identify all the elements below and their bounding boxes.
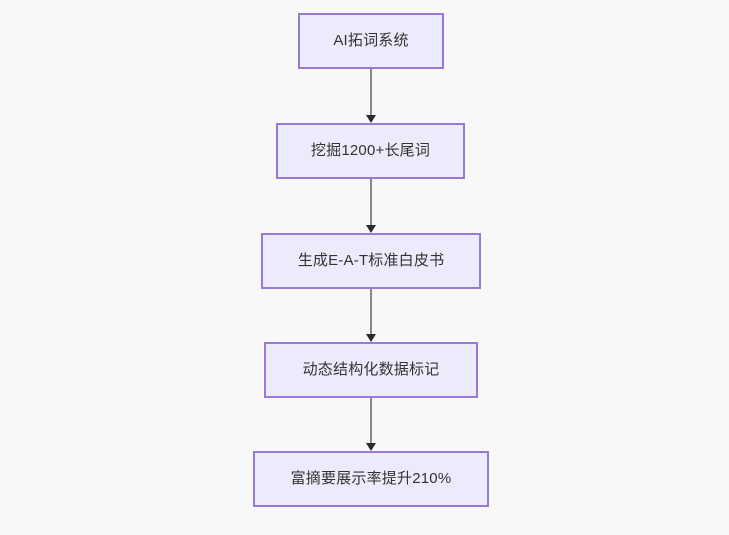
connector-line-2 bbox=[370, 179, 372, 227]
connector-line-4 bbox=[370, 397, 372, 445]
flow-node-label: AI拓词系统 bbox=[333, 32, 409, 49]
flow-node-label: 挖掘1200+长尾词 bbox=[310, 142, 431, 159]
flow-node-mine-longtail[interactable]: 挖掘1200+长尾词 bbox=[276, 123, 465, 179]
connector-arrowhead-4 bbox=[366, 443, 376, 451]
flow-node-rich-snippet-lift[interactable]: 富摘要展示率提升210% bbox=[253, 451, 489, 507]
flow-node-label: 动态结构化数据标记 bbox=[302, 361, 440, 378]
flow-node-label: 富摘要展示率提升210% bbox=[290, 470, 452, 487]
connector-line-1 bbox=[370, 69, 372, 117]
flow-node-label: 生成E-A-T标准白皮书 bbox=[297, 252, 445, 269]
connector-arrowhead-2 bbox=[366, 225, 376, 233]
connector-line-3 bbox=[370, 288, 372, 336]
flow-node-ai-keyword-system[interactable]: AI拓词系统 bbox=[298, 13, 444, 69]
flow-node-dynamic-structured-data[interactable]: 动态结构化数据标记 bbox=[264, 342, 478, 398]
connector-arrowhead-1 bbox=[366, 115, 376, 123]
flow-node-generate-eat-whitepaper[interactable]: 生成E-A-T标准白皮书 bbox=[261, 233, 481, 289]
connector-arrowhead-3 bbox=[366, 334, 376, 342]
